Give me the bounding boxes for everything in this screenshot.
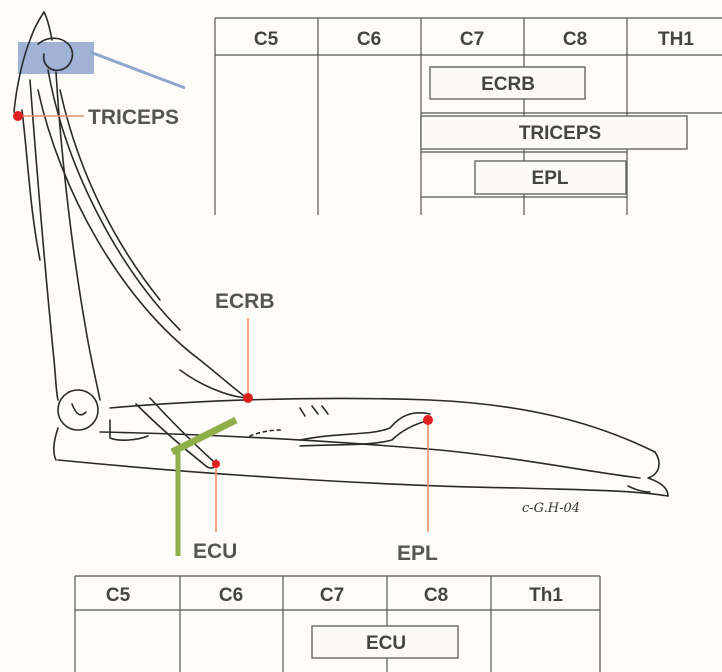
muscle-dash xyxy=(250,430,282,436)
muscle-hatch xyxy=(300,406,328,416)
label-ecu: ECU xyxy=(193,540,237,563)
top-header-c6: C6 xyxy=(357,29,381,50)
motor-point-markers xyxy=(13,111,433,532)
triceps-motor-point xyxy=(13,111,23,121)
bottom-header-c6: C6 xyxy=(219,585,243,606)
top-header-c7: C7 xyxy=(460,29,484,50)
bottom-myotome-table: C5 C6 C7 C8 Th1 ECU xyxy=(75,576,600,672)
artist-signature: c-G.H-04 xyxy=(522,501,580,516)
bottom-bar-ecu-label: ECU xyxy=(366,633,406,654)
label-epl: EPL xyxy=(397,542,438,565)
epl-motor-point xyxy=(423,415,433,425)
ecrb-motor-point xyxy=(243,393,253,403)
scapula-outline xyxy=(44,12,52,40)
label-triceps: TRICEPS xyxy=(88,106,179,129)
bottom-header-c8: C8 xyxy=(424,585,448,606)
ecu-muscle-outline xyxy=(150,398,214,462)
hand-outline xyxy=(628,486,650,492)
bottom-header-c5: C5 xyxy=(106,585,131,606)
ecu-cut-marker xyxy=(172,420,236,556)
label-ecrb: ECRB xyxy=(215,290,275,313)
highlight-pointer-line xyxy=(90,52,185,88)
ecu-motor-point xyxy=(212,460,220,468)
ecrb-muscle-outline xyxy=(180,370,246,398)
olecranon-outline xyxy=(72,404,86,415)
top-bar-ecrb-label: ECRB xyxy=(481,74,535,95)
arm-contour xyxy=(22,110,40,260)
hand-outline xyxy=(648,452,668,496)
shoulder-highlight xyxy=(18,42,94,74)
radial-head-outline xyxy=(110,420,148,440)
olecranon-outline xyxy=(58,390,98,430)
top-myotome-table: C5 C6 C7 C8 TH1 ECRB TRICEPS EPL xyxy=(215,18,722,215)
top-bar-epl-label: EPL xyxy=(532,168,569,189)
forearm-volar-outline xyxy=(58,460,668,496)
humerus-outline xyxy=(30,80,58,400)
top-bar-triceps-label: TRICEPS xyxy=(519,123,601,144)
elbow-contour xyxy=(54,428,58,460)
triceps-outline xyxy=(38,90,244,396)
top-header-th1: TH1 xyxy=(658,29,694,50)
bottom-header-c7: C7 xyxy=(320,585,344,606)
top-header-c5: C5 xyxy=(254,29,279,50)
bottom-header-th1: Th1 xyxy=(529,585,563,606)
top-header-c8: C8 xyxy=(563,29,587,50)
